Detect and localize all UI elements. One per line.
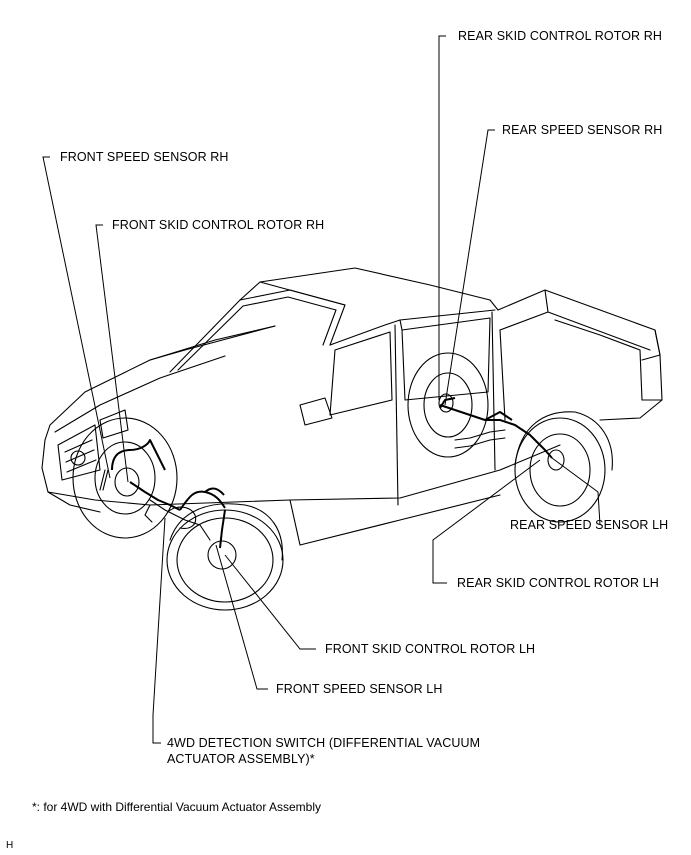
leader-rear-skid-rotor-lh — [432, 459, 541, 584]
front-right-wheel — [72, 417, 178, 539]
label-front-skid-control-rotor-lh: FRONT SKID CONTROL ROTOR LH — [325, 642, 536, 656]
label-front-skid-control-rotor-rh: FRONT SKID CONTROL ROTOR RH — [112, 218, 325, 232]
leader-front-skid-rotor-lh — [224, 554, 316, 650]
leader-front-skid-rotor-rh — [95, 224, 129, 483]
figure-code: H — [6, 840, 14, 851]
leader-front-speed-sensor-rh — [42, 156, 111, 479]
leader-rear-speed-sensor-lh — [551, 457, 601, 526]
leader-detection-switch — [152, 517, 166, 744]
footnote: *: for 4WD with Differential Vacuum Actu… — [32, 800, 322, 814]
label-rear-skid-control-rotor-lh: REAR SKID CONTROL ROTOR LH — [457, 576, 659, 590]
leader-front-speed-sensor-lh — [215, 544, 268, 690]
label-front-speed-sensor-rh: FRONT SPEED SENSOR RH — [60, 150, 229, 164]
truck-body — [41, 267, 663, 546]
rear-left-wheel — [514, 411, 613, 523]
rear-right-wheel — [407, 352, 489, 458]
leader-rear-speed-sensor-rh — [444, 129, 495, 406]
label-4wd-detection-switch: 4WD DETECTION SWITCH (DIFFERENTIAL VACUU… — [167, 736, 481, 766]
label-rear-skid-control-rotor-rh: REAR SKID CONTROL ROTOR RH — [458, 29, 663, 43]
label-front-speed-sensor-lh: FRONT SPEED SENSOR LH — [276, 682, 443, 696]
wire-harness — [99, 397, 553, 549]
label-rear-speed-sensor-rh: REAR SPEED SENSOR RH — [502, 123, 663, 137]
leader-rear-skid-rotor-rh — [438, 35, 446, 400]
label-rear-speed-sensor-lh: REAR SPEED SENSOR LH — [510, 518, 669, 532]
